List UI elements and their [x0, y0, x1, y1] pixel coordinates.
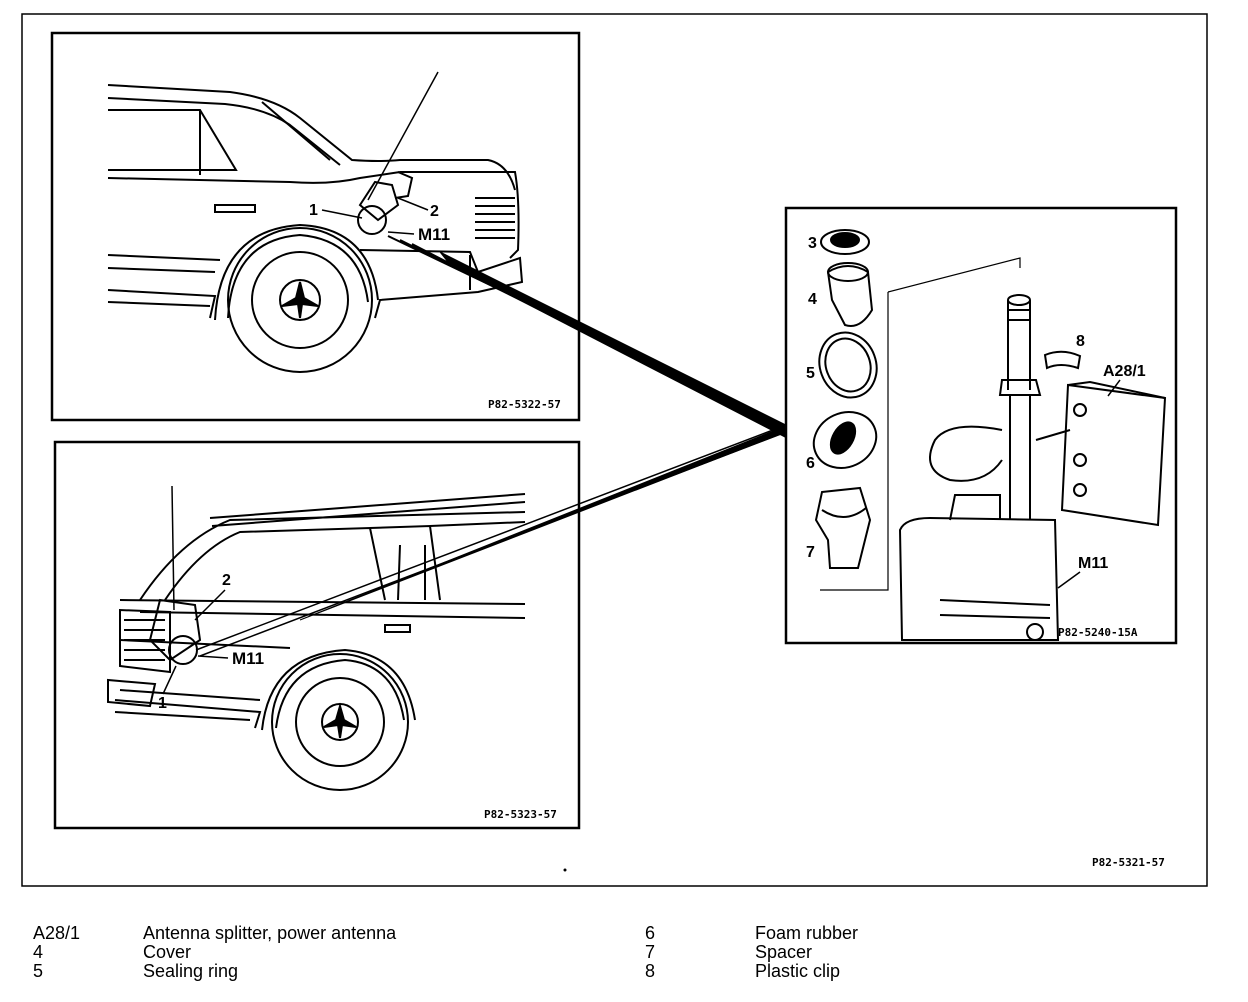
- legend-text: Cover: [143, 942, 192, 962]
- legend-row: 5 Sealing ring: [33, 962, 396, 981]
- legend-row: 7 Spacer: [645, 943, 858, 962]
- detail-panel-code: P82-5240-15A: [1058, 626, 1138, 639]
- legend-text: Spacer: [755, 942, 813, 962]
- legend-text: Sealing ring: [143, 961, 239, 981]
- legend-text: Antenna splitter, power antenna: [143, 923, 397, 943]
- legend-row: A28/1 Antenna splitter, power antenna: [33, 924, 396, 943]
- figure-frame: [21, 13, 1208, 887]
- exploded-parts: [812, 229, 1167, 641]
- legend-key: 5: [33, 961, 44, 981]
- detail-label-7: 7: [806, 544, 815, 561]
- top-label-1: 1: [309, 202, 318, 219]
- legend-key: 7: [645, 942, 656, 962]
- legend-left: A28/1 Antenna splitter, power antenna 4 …: [33, 924, 396, 981]
- legend-text: Plastic clip: [755, 961, 841, 981]
- sedan-drawing: [107, 71, 524, 373]
- legend-text: Foam rubber: [755, 923, 859, 943]
- bottom-label-m11: M11: [232, 649, 264, 668]
- detail-label-4: 4: [808, 291, 817, 308]
- callout-wedges: [195, 235, 787, 657]
- detail-label-5: 5: [806, 365, 815, 382]
- legend-key: 6: [645, 923, 656, 943]
- bottom-label-1: 1: [158, 695, 167, 712]
- detail-label-8: 8: [1076, 333, 1085, 350]
- bottom-label-2: 2: [222, 572, 231, 589]
- legend-row: 4 Cover: [33, 943, 396, 962]
- figure-code: P82-5321-57: [1092, 856, 1165, 869]
- detail-label-a28: A28/1: [1103, 363, 1146, 380]
- legend-right: 6 Foam rubber 7 Spacer 8 Plastic clip: [645, 924, 858, 981]
- legend-key: 4: [33, 942, 44, 962]
- legend-row: 6 Foam rubber: [645, 924, 858, 943]
- top-panel-code: P82-5322-57: [488, 398, 561, 411]
- detail-label-3: 3: [808, 235, 817, 252]
- legend-key: 8: [645, 961, 656, 981]
- bottom-panel-code: P82-5323-57: [484, 808, 557, 821]
- top-panel: 1 2 M11 P82-5322-57: [50, 31, 581, 422]
- detail-label-6: 6: [806, 455, 815, 472]
- legend-key: A28/1: [33, 923, 81, 943]
- top-label-2: 2: [430, 203, 439, 220]
- top-label-m11: M11: [418, 225, 450, 244]
- legend-row: 8 Plastic clip: [645, 962, 858, 981]
- detail-label-m11: M11: [1078, 555, 1108, 572]
- detail-panel: 3 4 5 6 7 8 A28/1 M11 P82-5240-15A: [784, 206, 1178, 645]
- bottom-panel: 2 M11 1 P82-5323-57: [53, 440, 581, 830]
